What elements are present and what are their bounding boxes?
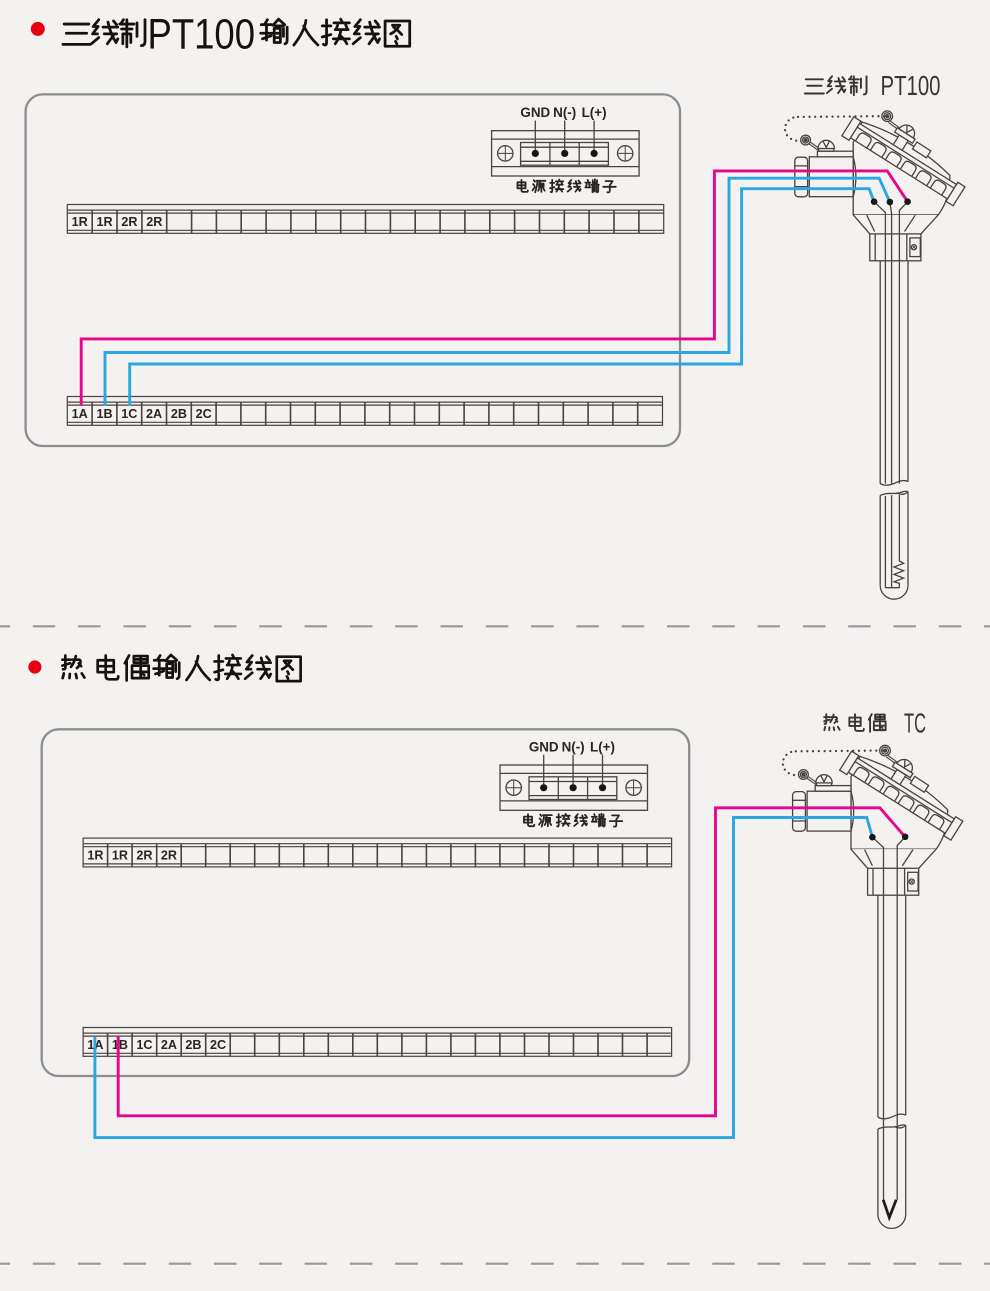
- svg-text:2C: 2C: [210, 1038, 226, 1052]
- svg-text:1A: 1A: [72, 407, 88, 421]
- svg-text:1R: 1R: [72, 215, 88, 229]
- svg-text:PT100: PT100: [881, 70, 941, 101]
- svg-text:PT100: PT100: [148, 12, 256, 59]
- svg-text:1C: 1C: [136, 1038, 152, 1052]
- svg-text:GND: GND: [529, 739, 559, 754]
- svg-text:N(-): N(-): [562, 739, 585, 754]
- svg-text:2B: 2B: [171, 407, 187, 421]
- svg-text:1R: 1R: [112, 849, 128, 863]
- svg-text:2R: 2R: [136, 849, 152, 863]
- svg-text:L(+): L(+): [590, 739, 615, 754]
- svg-text:2B: 2B: [185, 1038, 201, 1052]
- svg-text:2C: 2C: [196, 407, 212, 421]
- svg-text:TC: TC: [904, 708, 926, 739]
- svg-text:L(+): L(+): [582, 105, 607, 120]
- svg-text:2A: 2A: [146, 407, 162, 421]
- svg-text:1B: 1B: [112, 1038, 128, 1052]
- svg-text:1B: 1B: [96, 407, 112, 421]
- svg-text:2A: 2A: [161, 1038, 177, 1052]
- svg-text:N(-): N(-): [553, 105, 576, 120]
- svg-text:2R: 2R: [121, 215, 137, 229]
- svg-text:2R: 2R: [161, 849, 177, 863]
- svg-text:1R: 1R: [87, 849, 103, 863]
- svg-text:2R: 2R: [146, 215, 162, 229]
- svg-text:1C: 1C: [121, 407, 137, 421]
- svg-text:GND: GND: [520, 105, 550, 120]
- svg-text:1R: 1R: [97, 215, 113, 229]
